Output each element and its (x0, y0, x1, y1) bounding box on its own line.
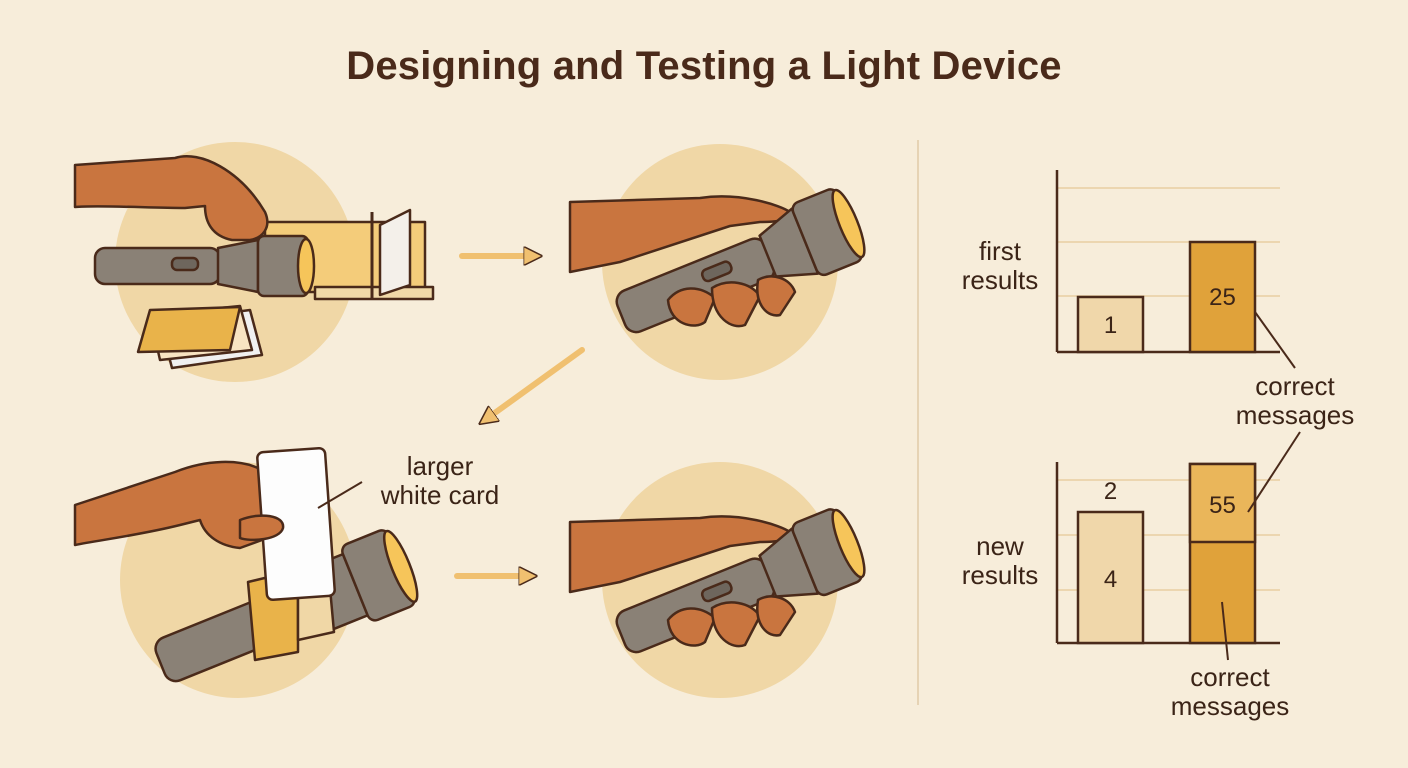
correct-messages-bottom-line1: correct (1190, 662, 1270, 692)
flashlight-body-icon (93, 246, 222, 286)
chart-data-label: 1 (1103, 312, 1118, 339)
correct-messages-top-line2: messages (1235, 400, 1355, 430)
correct-messages-bottom-line2: messages (1170, 691, 1290, 721)
panel-1-flashlight-with-cards (73, 155, 435, 370)
shutter-card-icon (378, 208, 412, 297)
card-callout-label: larger white card (345, 452, 535, 510)
panel-2-hand-flashlight (568, 188, 866, 334)
chart-bar (1076, 295, 1145, 354)
new-results-label: new results (950, 532, 1050, 590)
chart-bar (1076, 510, 1145, 645)
finger-icon (666, 607, 717, 647)
card-callout-line2: white card (380, 480, 500, 510)
first-results-line2: results (961, 265, 1039, 295)
correct-messages-top-line1: correct (1255, 371, 1335, 401)
finger-icon (666, 287, 717, 327)
first-results-label: first results (950, 237, 1050, 295)
flow-arrows (454, 256, 585, 576)
flashlight-lens-icon (382, 529, 419, 603)
thumb-icon (238, 514, 285, 542)
page-title: Designing and Testing a Light Device (346, 44, 1062, 88)
first-results-chart (1055, 170, 1280, 354)
chart-data-label: 55 (1209, 492, 1236, 519)
chart-data-label: 25 (1209, 284, 1236, 311)
correct-messages-label-top: correct messages (1220, 372, 1370, 430)
panel-4-hand-flashlight (568, 508, 866, 654)
flashlight-lens-icon (296, 237, 316, 295)
panel-3-larger-white-card (73, 446, 419, 683)
flashlight-lens-icon (831, 508, 866, 579)
arrow-down-left-icon (485, 347, 585, 420)
flashlight-lens-icon (831, 188, 866, 259)
shutter-base-icon (313, 285, 435, 301)
new-results-line2: results (961, 560, 1039, 590)
spare-card-orange-icon (136, 305, 242, 354)
hand-icon (73, 155, 269, 242)
callout-lines (1221, 311, 1301, 661)
new-results-line1: new (976, 531, 1024, 561)
card-callout-line1: larger (406, 451, 474, 481)
chart-data-label-extra: 2 (1103, 478, 1118, 505)
chart-data-label: 4 (1103, 566, 1118, 593)
correct-messages-label-bottom: correct messages (1155, 663, 1305, 721)
hand-icon (73, 460, 264, 550)
first-results-line1: first (979, 236, 1021, 266)
chart-bar (1188, 240, 1257, 354)
